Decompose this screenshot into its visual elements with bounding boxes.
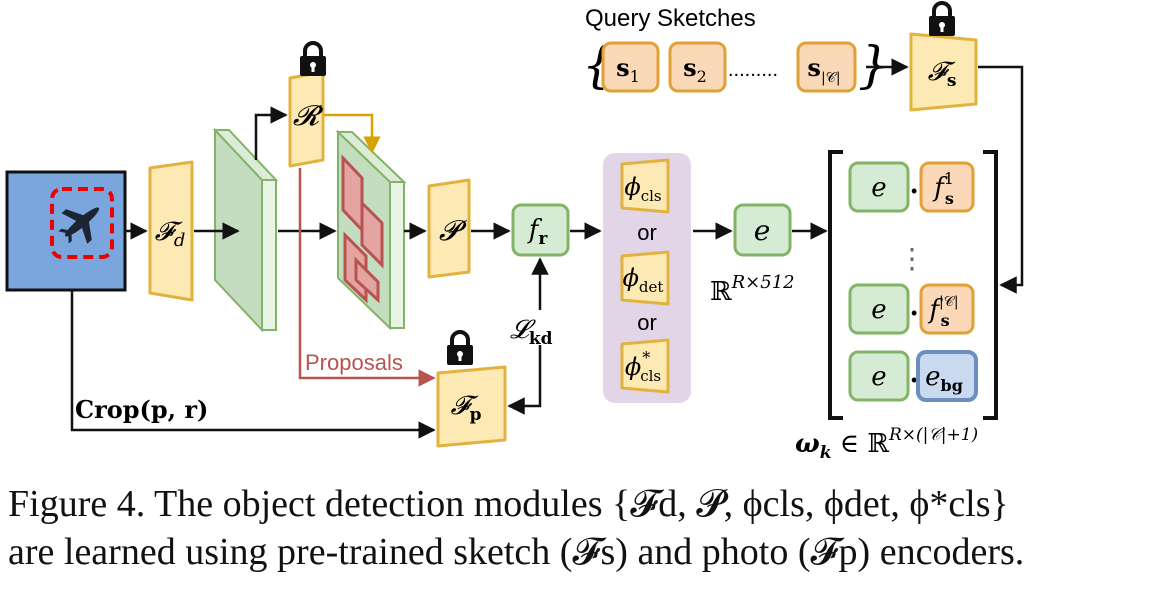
crop-label: Crop(p, r)	[75, 395, 208, 424]
svg-text:ϕdet: ϕdet	[623, 264, 664, 296]
svg-text:f|𝒞|s: f|𝒞|s	[927, 294, 958, 330]
input-photo	[5, 170, 127, 292]
lock-icon	[300, 41, 326, 76]
svg-text:ebg: ebg	[925, 362, 963, 395]
svg-text:𝓕p: 𝓕p	[450, 391, 481, 425]
caption-line-2: are learned using pre-trained sketch (𝓕s…	[8, 531, 1025, 573]
connector-arrows	[70, 58, 1024, 439]
pipeline-diagram: 𝓕d 𝓡 𝓟 fr	[5, 1, 1024, 462]
rpn-module: 𝓡	[288, 70, 325, 168]
phi-det-head: ϕdet	[620, 250, 670, 306]
sketch-encoder-fs: 𝓕s	[909, 32, 978, 112]
svg-text:e: e	[871, 295, 886, 325]
svg-text:•: •	[911, 181, 917, 201]
lock-icon	[929, 1, 955, 36]
e-dimension: ℝR×512	[710, 272, 795, 307]
proposals-arrow	[298, 168, 436, 387]
right-brace: }	[858, 36, 890, 94]
svg-text:s2: s2	[683, 53, 707, 86]
detector-encoder-fd: 𝓕d	[148, 160, 194, 302]
rpn-to-proposals-arrow	[324, 113, 381, 154]
proposals-label: Proposals	[305, 350, 403, 375]
embedding-e: e	[733, 203, 792, 257]
matrix-row-2: e • f|𝒞|s	[848, 283, 975, 335]
svg-text:s1: s1	[616, 53, 640, 86]
omega-label: ωk ∈ ℝR×(|𝒞|+1)	[795, 425, 978, 462]
svg-text:e: e	[754, 214, 771, 247]
phi-cls-head: ϕcls	[620, 158, 670, 214]
sketch-token-2: s2	[668, 41, 727, 93]
region-feature-fr: fr	[511, 203, 570, 257]
query-sketches-title: Query Sketches	[585, 5, 756, 32]
or-label-1: or	[637, 220, 657, 245]
photo-encoder-fp: 𝓕p	[436, 365, 507, 448]
svg-text:f1s: f1s	[932, 169, 954, 208]
classification-heads-panel: ϕcls or ϕdet or ϕ*cls	[603, 153, 691, 403]
figure-caption: Figure 4. The object detection modules {…	[8, 480, 1153, 576]
caption-line-1: Figure 4. The object detection modules {…	[8, 483, 1009, 525]
svg-text:s|𝒞|: s|𝒞|	[807, 53, 840, 86]
svg-text:ϕ*cls: ϕ*cls	[625, 348, 661, 385]
svg-text:e: e	[871, 173, 886, 203]
phi-cls-star-head: ϕ*cls	[620, 338, 670, 394]
rpn-label: 𝓡	[293, 99, 324, 132]
sketch-token-1: s1	[601, 41, 660, 93]
matrix-row-3: e • ebg	[848, 350, 978, 402]
sketch-token-c: s|𝒞|	[796, 41, 857, 93]
lock-icon	[447, 330, 473, 365]
or-label-2: or	[637, 310, 657, 335]
proposals-map	[335, 129, 407, 331]
vertical-dots: ⋮	[898, 243, 926, 274]
svg-text:e: e	[871, 362, 886, 392]
loss-kd: 𝓛kd	[510, 315, 553, 349]
airplane-icon	[58, 207, 100, 244]
pooling-module-p: 𝓟	[427, 178, 471, 279]
svg-text:•: •	[911, 303, 917, 323]
svg-text:ϕcls: ϕcls	[624, 173, 661, 205]
sketch-dots: .........	[728, 59, 778, 81]
svg-text:•: •	[911, 370, 917, 390]
